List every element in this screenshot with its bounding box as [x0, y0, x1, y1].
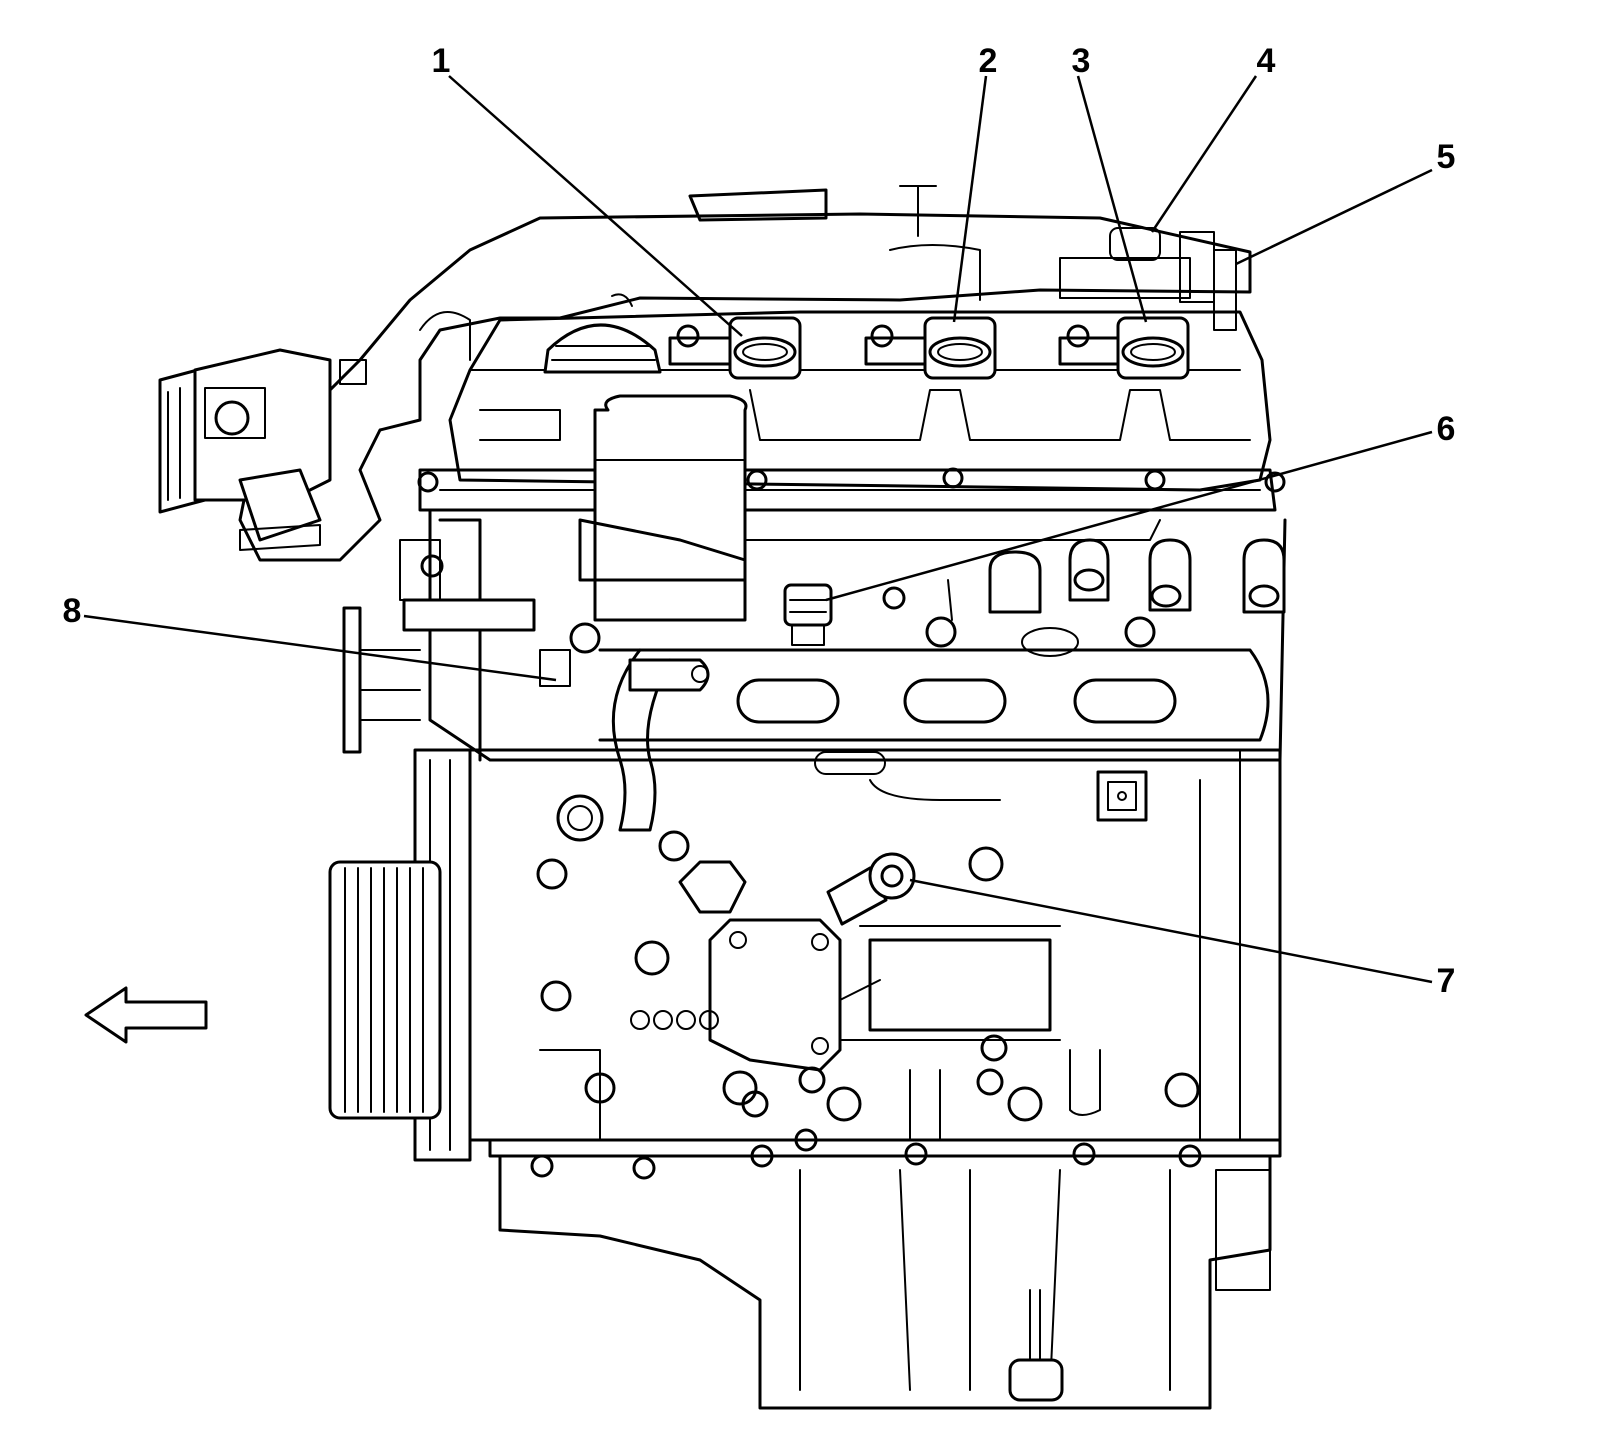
callout-labels: 1 2 3 4 5 6 7 8 [63, 42, 1456, 1000]
leader-line-1 [448, 75, 743, 337]
leader-line-4 [1150, 75, 1258, 233]
callout-7: 7 [1437, 962, 1456, 1000]
ignition-coil-3 [1058, 316, 1190, 380]
callout-1: 1 [432, 42, 451, 80]
ignition-coil-1 [668, 316, 802, 380]
callout-2: 2 [979, 42, 998, 80]
exhaust-manifold [598, 648, 1270, 801]
leader-line-6 [825, 430, 1433, 602]
oil-pan [488, 1128, 1282, 1410]
leader-line-2 [952, 75, 988, 323]
leader-line-8 [83, 614, 557, 682]
oil-filter-housing [578, 394, 748, 622]
callout-6: 6 [1437, 410, 1456, 448]
callout-3: 3 [1072, 42, 1091, 80]
ignition-coil-2 [864, 316, 997, 380]
leader-line-5 [1235, 168, 1433, 266]
crankshaft-pulley [328, 860, 442, 1120]
left-arrow-icon [84, 986, 208, 1044]
throttle-body [158, 348, 332, 551]
cylinder-head [428, 508, 1287, 762]
engine-block [468, 648, 1282, 1142]
callout-5: 5 [1437, 138, 1456, 176]
valve-cover [417, 293, 1286, 512]
callout-8: 8 [63, 592, 82, 630]
callout-4: 4 [1257, 42, 1276, 80]
leader-line-3 [1076, 75, 1148, 323]
leader-lines [83, 75, 1433, 984]
leader-line-7 [909, 878, 1433, 984]
